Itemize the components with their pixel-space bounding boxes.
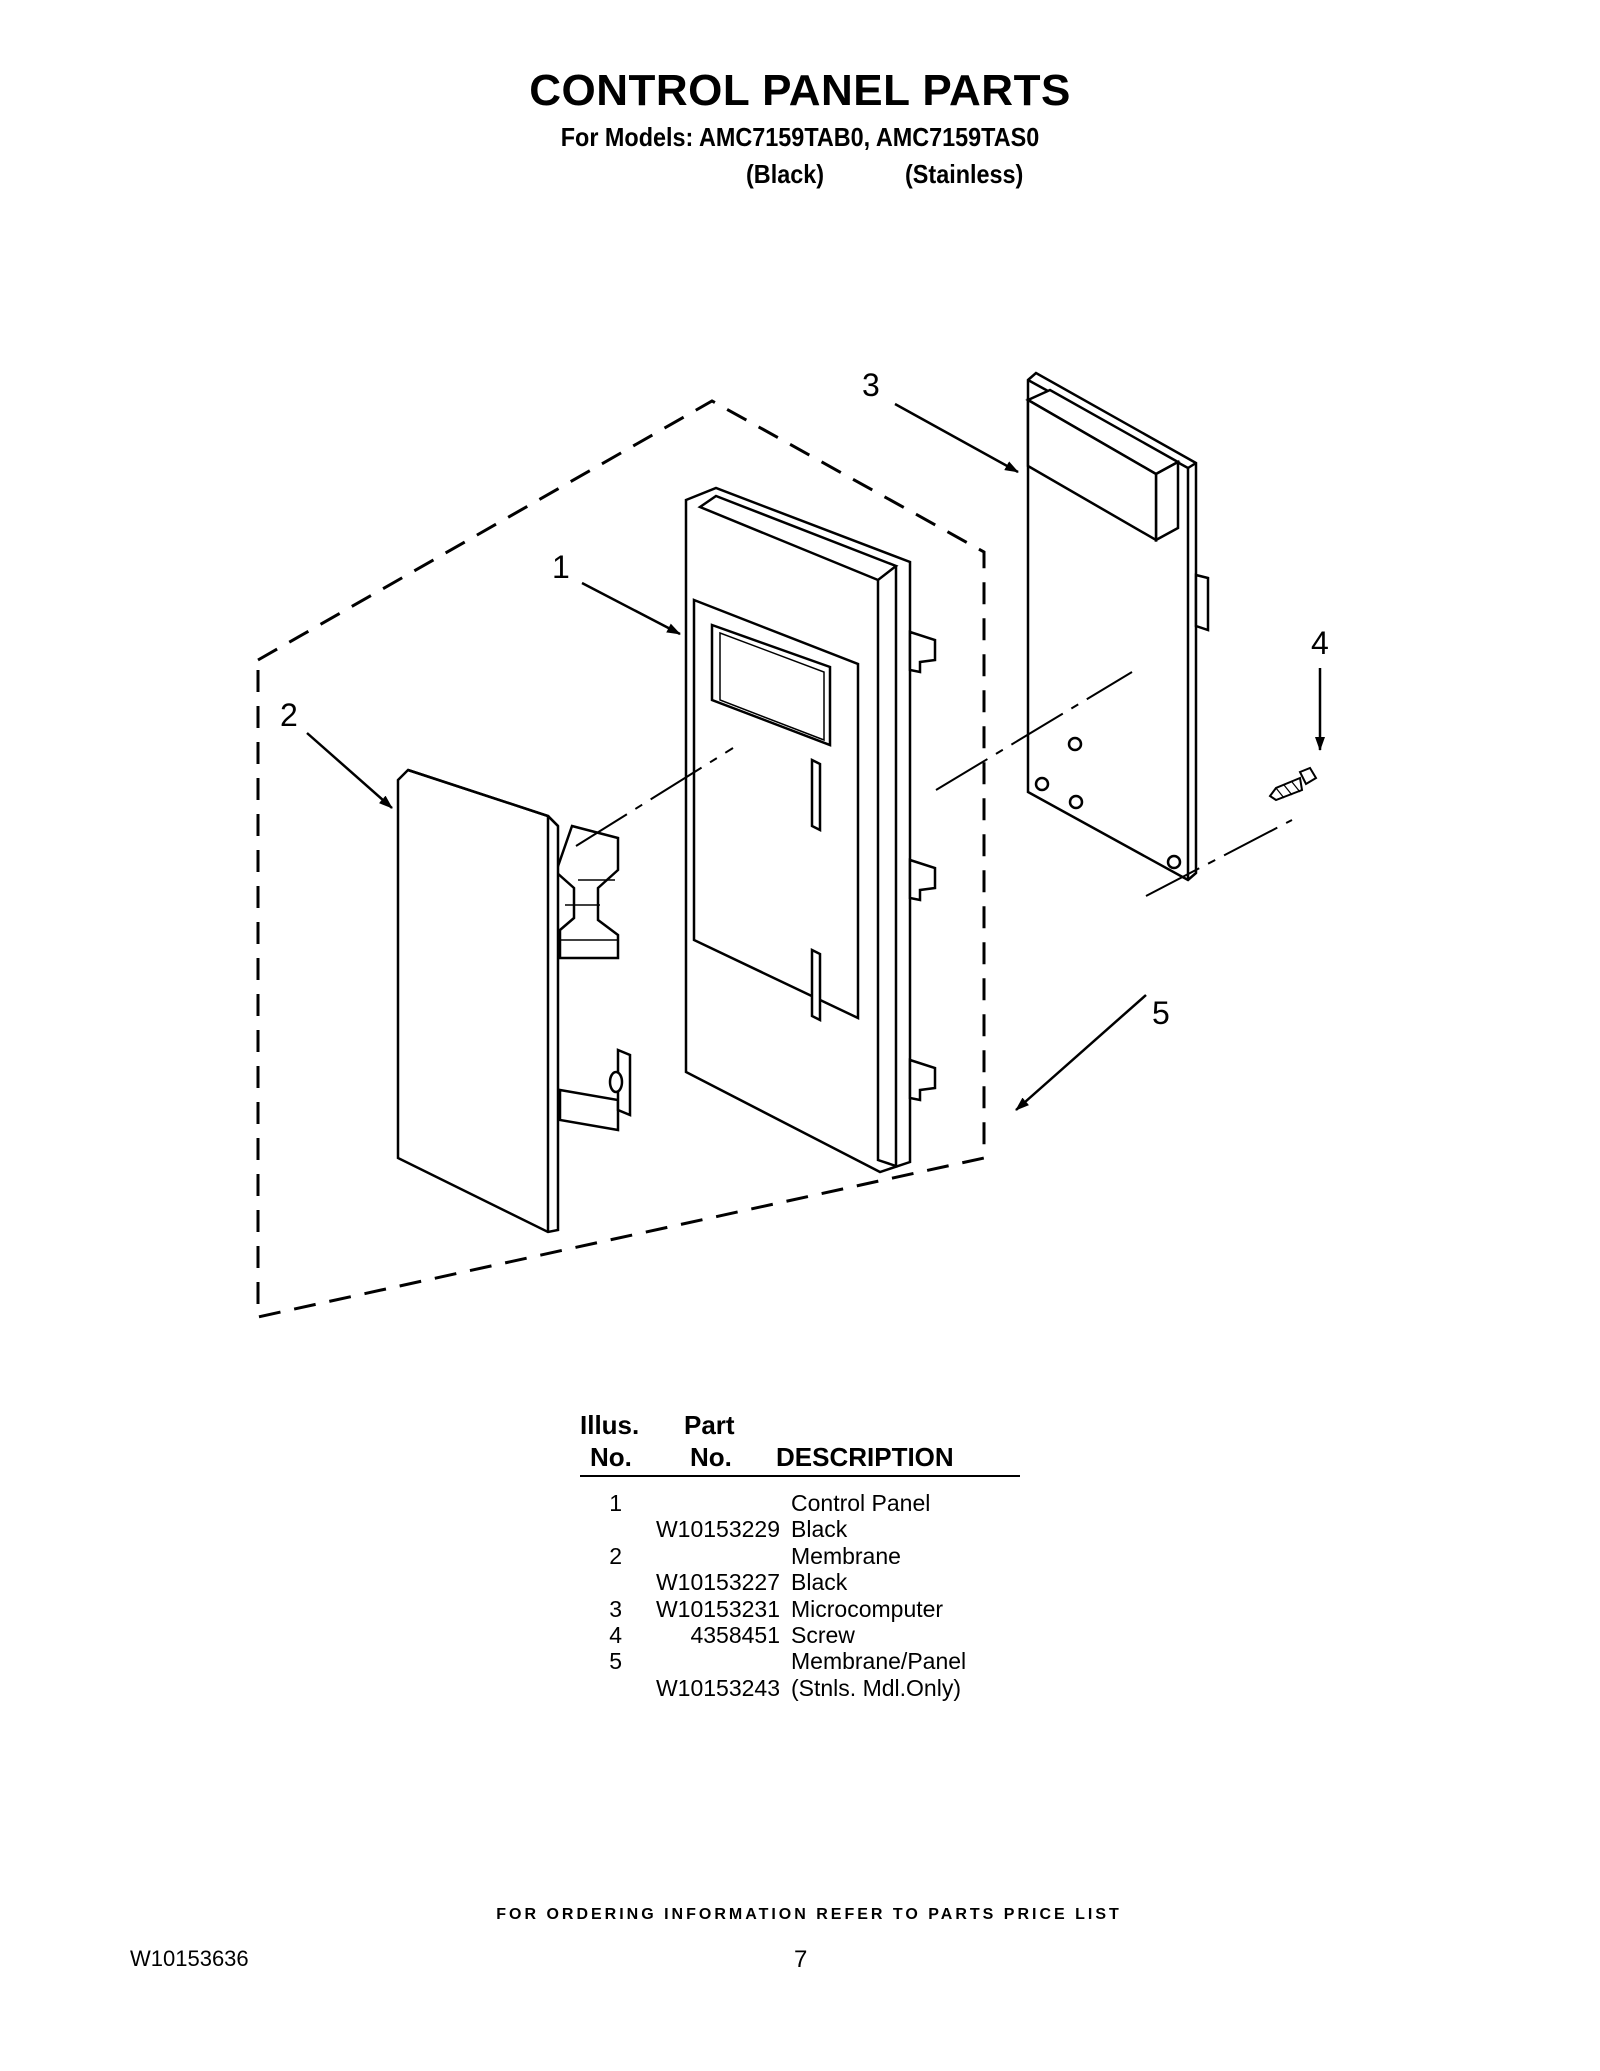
description-cell: Microcomputer	[791, 1595, 944, 1622]
part-number-cell: W10153243	[655, 1674, 780, 1701]
callout-5: 5	[1152, 995, 1170, 1031]
header-illus-line2: No.	[590, 1442, 632, 1472]
illus-cell: 2	[609, 1542, 622, 1569]
callout-3: 3	[862, 367, 880, 403]
description-cell: Membrane	[791, 1542, 901, 1569]
table-row: 5 Membrane/Panel	[580, 1648, 1020, 1674]
header-part-line2: No.	[690, 1442, 732, 1472]
description-cell: Screw	[791, 1622, 855, 1648]
header-part-line1: Part	[684, 1410, 735, 1440]
assembly-dashed-outline	[256, 399, 986, 1319]
alignment-lines	[575, 671, 1293, 897]
page-title: CONTROL PANEL PARTS	[529, 66, 1071, 115]
table-row: 4 4358451 Screw	[580, 1622, 1020, 1648]
description-cell: (Stnls. Mdl.Only)	[791, 1674, 961, 1701]
illus-cell: 1	[609, 1490, 622, 1516]
screw-part	[1268, 766, 1318, 802]
header-illus-line1: Illus.	[580, 1410, 640, 1440]
models-subtitle: For Models: AMC7159TAB0, AMC7159TAS0	[560, 122, 1040, 152]
microcomputer-part	[1025, 371, 1210, 882]
control-panel-part	[684, 486, 937, 1174]
table-row: 2 Membrane	[580, 1543, 1020, 1569]
page-number: 7	[794, 1946, 808, 1973]
table-row: W10153229 Black	[580, 1516, 1020, 1542]
callout-2: 2	[280, 697, 298, 733]
description-cell: Membrane/Panel	[791, 1648, 967, 1675]
header-rule	[580, 1475, 1020, 1477]
variant-stainless-label: (Stainless)	[905, 159, 1024, 189]
description-cell: Black	[791, 1516, 848, 1543]
membrane-part	[396, 768, 632, 1234]
table-row: W10153243 (Stnls. Mdl.Only)	[580, 1675, 1020, 1701]
part-number-cell: W10153229	[655, 1516, 780, 1543]
illus-cell: 5	[609, 1648, 622, 1675]
part-number-cell: 4358451	[690, 1622, 780, 1648]
table-row: W10153227 Black	[580, 1569, 1020, 1595]
part-number-cell: W10153227	[655, 1569, 780, 1596]
callout-4: 4	[1311, 625, 1329, 661]
callout-arrows	[306, 402, 1325, 1111]
description-cell: Control Panel	[791, 1490, 931, 1516]
illus-cell: 4	[609, 1622, 622, 1648]
variant-black-label: (Black)	[746, 159, 825, 189]
exploded-parts-diagram: 1 2 3 4 5	[256, 367, 1329, 1319]
table-row: 3 W10153231 Microcomputer	[580, 1596, 1020, 1622]
part-number-cell: W10153231	[655, 1595, 780, 1622]
callout-1: 1	[552, 549, 570, 585]
header-description: DESCRIPTION	[776, 1442, 954, 1472]
ordering-note: FOR ORDERING INFORMATION REFER TO PARTS …	[496, 1906, 1122, 1923]
description-cell: Black	[791, 1569, 848, 1596]
illus-cell: 3	[609, 1595, 622, 1622]
document-id: W10153636	[130, 1946, 249, 1971]
table-row: 1 Control Panel	[580, 1490, 1020, 1516]
